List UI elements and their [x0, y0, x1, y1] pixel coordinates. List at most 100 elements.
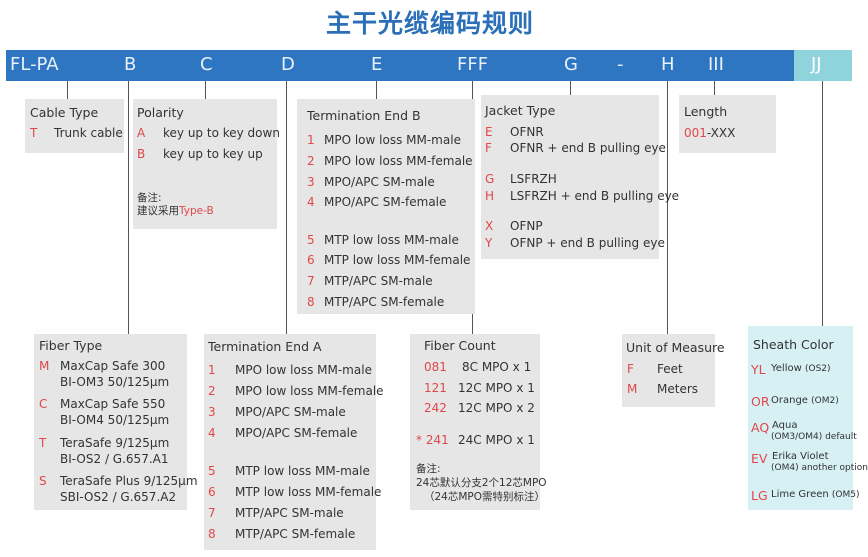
termination-a-label: MPO/APC SM-male	[235, 405, 346, 419]
jacket-type-label: LSFRZH	[510, 172, 557, 186]
unit-of-measure-label: Meters	[657, 382, 699, 396]
polarity-label-a: key up to key down	[163, 126, 280, 140]
sheath-color-code: OR	[751, 394, 770, 409]
code-bar	[6, 50, 794, 81]
jacket-type-title: Jacket Type	[485, 103, 556, 118]
connector-jacket-type	[570, 81, 571, 95]
termination-b-label: MTP low loss MM-male	[324, 233, 459, 247]
termination-b-label: MPO low loss MM-female	[324, 154, 473, 168]
fiber-type-title: Fiber Type	[39, 338, 103, 353]
fiber-type-code: T	[39, 436, 47, 450]
length-code: 001-XXX	[684, 126, 736, 140]
termination-b-box: Termination End B 1 MPO low loss MM-male…	[297, 99, 475, 314]
termination-a-label: MPO low loss MM-female	[235, 384, 384, 398]
unit-of-measure-code: M	[627, 382, 638, 396]
fiber-type-line2: BI-OM4 50/125μm	[60, 413, 170, 427]
jacket-type-label: OFNP	[510, 219, 543, 233]
sheath-color-code: AQ	[751, 420, 770, 435]
fiber-count-label: 12C MPO x 2	[458, 401, 535, 415]
termination-b-label: MPO/APC SM-female	[324, 195, 447, 209]
sheath-color-code: YL	[751, 362, 766, 377]
code-bar-jj-segment	[794, 50, 852, 81]
jacket-type-code: X	[485, 219, 494, 233]
termination-b-title: Termination End B	[307, 108, 421, 123]
code-segment-b: B	[124, 54, 137, 75]
unit-of-measure-code: F	[627, 362, 634, 376]
fiber-count-note-line1: 24芯默认分支2个12芯MPO	[416, 477, 547, 489]
fiber-type-line2: BI-OM3 50/125μm	[60, 375, 170, 389]
termination-a-label: MTP low loss MM-male	[235, 464, 370, 478]
sheath-color-label: Yellow (OS2)	[771, 363, 831, 374]
termination-b-label: MPO/APC SM-male	[324, 175, 435, 189]
cable-type-label: Trunk cable	[54, 126, 123, 140]
fiber-type-code: C	[39, 397, 48, 411]
fiber-type-line1: TeraSafe Plus 9/125μm	[60, 474, 198, 488]
polarity-note: 建议采用Type-B	[137, 205, 214, 217]
sheath-color-box: Sheath Color YL Yellow (OS2) OR Orange (…	[748, 326, 868, 510]
jacket-type-box: Jacket Type E OFNR F OFNR + end B pullin…	[481, 95, 679, 259]
unit-of-measure-box: Unit of Measure F Feet M Meters	[622, 334, 725, 407]
termination-a-code: 8	[208, 527, 216, 541]
termination-b-label: MTP/APC SM-female	[324, 295, 445, 309]
page-title: 主干光缆编码规则	[325, 9, 534, 38]
jacket-type-code: H	[485, 189, 495, 203]
connector-unit-of-measure	[667, 81, 668, 334]
termination-b-label: MTP/APC SM-male	[324, 274, 433, 288]
termination-a-label: MTP/APC SM-male	[235, 506, 344, 520]
polarity-label-b: key up to key up	[163, 147, 263, 161]
sheath-color-code: EV	[751, 451, 768, 466]
jacket-type-label: OFNR	[510, 125, 544, 139]
fiber-count-box: Fiber Count 081 8C MPO x 1 121 12C MPO x…	[410, 334, 547, 510]
fiber-count-note-label: 备注:	[416, 463, 441, 475]
termination-b-code: 8	[307, 295, 315, 309]
connector-fiber-type	[128, 81, 129, 334]
connector-length	[714, 81, 715, 95]
termination-b-label: MPO low loss MM-male	[324, 133, 461, 147]
jacket-type-label: OFNP + end B pulling eye	[510, 236, 665, 250]
fiber-count-code: 081	[424, 360, 447, 374]
polarity-box: Polarity A key up to key down B key up t…	[133, 99, 280, 229]
fiber-count-code: 242	[424, 401, 447, 415]
cable-type-box: Cable Type T Trunk cable	[25, 99, 124, 153]
termination-a-code: 7	[208, 506, 216, 520]
connector-polarity	[205, 81, 206, 99]
sheath-color-title: Sheath Color	[753, 337, 834, 352]
termination-b-code: 6	[307, 253, 315, 267]
fiber-type-line1: TeraSafe 9/125μm	[60, 436, 170, 450]
unit-of-measure-title: Unit of Measure	[626, 340, 725, 355]
polarity-title: Polarity	[137, 105, 184, 120]
termination-a-label: MTP low loss MM-female	[235, 485, 382, 499]
code-segment-fl-pa: FL-PA	[10, 54, 59, 75]
termination-b-code: 5	[307, 233, 315, 247]
termination-b-code: 1	[307, 133, 315, 147]
termination-a-code: 2	[208, 384, 216, 398]
fiber-type-code: M	[39, 359, 50, 373]
sheath-color-label: Lime Green (OM5)	[771, 489, 860, 500]
cable-type-title: Cable Type	[30, 105, 99, 120]
connector-termination-b	[376, 81, 377, 99]
fiber-count-code: * 241	[416, 433, 449, 447]
fiber-type-line1: MaxCap Safe 300	[60, 359, 166, 373]
code-segment-jj: JJ	[811, 54, 822, 75]
fiber-type-line2: BI-OS2 / G.657.A1	[60, 452, 169, 466]
code-segment-e: E	[371, 54, 383, 75]
length-box: Length 001-XXX	[679, 95, 776, 153]
fiber-count-code: 121	[424, 381, 447, 395]
termination-a-title: Termination End A	[208, 339, 322, 354]
fiber-count-label: 12C MPO x 1	[458, 381, 535, 395]
cable-type-code: T	[30, 126, 38, 140]
fiber-type-code: S	[39, 474, 47, 488]
fiber-count-note-line2: （24芯MPO需特别标注）	[424, 491, 546, 503]
termination-a-box: Termination End A 1 MPO low loss MM-male…	[204, 334, 384, 550]
termination-b-code: 7	[307, 274, 315, 288]
termination-a-label: MPO/APC SM-female	[235, 426, 358, 440]
sheath-color-label: Erika Violet	[772, 451, 829, 462]
code-segment-dash: -	[617, 54, 624, 75]
sheath-color-sub: (OM4) another option	[771, 463, 868, 473]
sheath-color-sub: (OM3/OM4) default	[771, 432, 857, 442]
jacket-type-label: OFNR + end B pulling eye	[510, 141, 666, 155]
length-title: Length	[684, 104, 728, 119]
sheath-color-label: Orange (OM2)	[771, 395, 839, 406]
termination-a-code: 6	[208, 485, 216, 499]
code-segment-d: D	[281, 54, 295, 75]
